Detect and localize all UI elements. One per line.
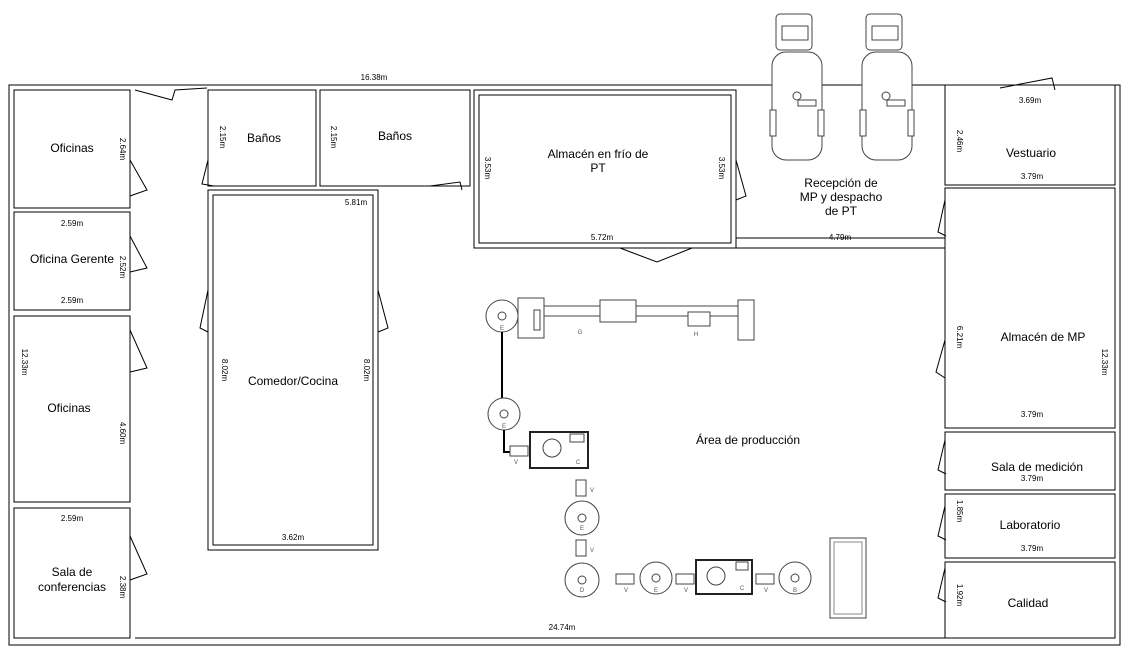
dim-label: 2.64m bbox=[118, 138, 127, 161]
dim-label: 5.81m bbox=[345, 198, 368, 207]
equipment-letter: E bbox=[580, 526, 584, 532]
equipment-letter: E bbox=[654, 588, 658, 594]
door-swing bbox=[129, 535, 148, 581]
production-line bbox=[485, 297, 867, 619]
door-swing bbox=[129, 329, 148, 373]
door-swing bbox=[937, 439, 947, 475]
equipment-letter: V bbox=[514, 460, 518, 466]
dim-label: 3.79m bbox=[1021, 410, 1044, 419]
equipment-letter: V bbox=[590, 548, 594, 554]
truck-1 bbox=[769, 13, 825, 161]
label-oficinas-top: Oficinas bbox=[50, 141, 93, 155]
dim-label: 3.62m bbox=[282, 533, 305, 542]
label-recepcion-2: MP y despacho bbox=[800, 190, 883, 204]
dim-label: 1.85m bbox=[955, 500, 964, 523]
room-banos-1 bbox=[207, 89, 317, 187]
door-swing bbox=[735, 159, 747, 201]
door-swing bbox=[129, 235, 148, 273]
label-vestuario: Vestuario bbox=[1006, 146, 1056, 160]
equipment-letter: C bbox=[576, 460, 581, 466]
room-calidad bbox=[944, 561, 1116, 639]
room-laboratorio bbox=[944, 493, 1116, 559]
dim-label: 5.72m bbox=[591, 233, 614, 242]
label-sala-medicion: Sala de medición bbox=[991, 460, 1083, 474]
dim-label: 2.15m bbox=[218, 126, 227, 149]
dim-label: 2.59m bbox=[61, 219, 84, 228]
dim-label: 1.92m bbox=[955, 584, 964, 607]
dim-label: 24.74m bbox=[549, 623, 576, 632]
room-oficina-gerente bbox=[13, 211, 131, 311]
dim-label: 3.53m bbox=[717, 157, 726, 180]
equipment-letter: B bbox=[793, 588, 797, 594]
entry-door bbox=[134, 87, 208, 101]
equipment-letter: V bbox=[684, 588, 688, 594]
dim-label: 12.33m bbox=[1100, 349, 1109, 376]
room-almacen-mp bbox=[944, 187, 1116, 429]
room-sala-conferencias bbox=[13, 507, 131, 639]
room-banos-2 bbox=[319, 89, 471, 187]
dim-label: 3.79m bbox=[1021, 474, 1044, 483]
room-almacen-frio bbox=[473, 89, 737, 249]
room-oficinas-mid bbox=[13, 315, 131, 503]
dim-label: 2.38m bbox=[118, 576, 127, 599]
equipment-letter: C bbox=[740, 586, 745, 592]
label-laboratorio: Laboratorio bbox=[1000, 518, 1061, 532]
dim-label: 12.33m bbox=[20, 349, 29, 376]
room-sala-medicion bbox=[944, 431, 1116, 491]
door-swing bbox=[429, 181, 463, 191]
equipment-letter: G bbox=[578, 330, 583, 336]
room-oficinas-top bbox=[13, 89, 131, 209]
dim-label: 8.02m bbox=[362, 359, 371, 382]
truck-2 bbox=[859, 13, 915, 161]
dim-label: 3.69m bbox=[1019, 96, 1042, 105]
door-swing bbox=[937, 567, 947, 603]
door-swing bbox=[377, 289, 389, 333]
dim-label: 8.02m bbox=[220, 359, 229, 382]
door-swing bbox=[201, 159, 215, 187]
label-oficina-gerente: Oficina Gerente bbox=[30, 252, 114, 266]
label-banos-1: Baños bbox=[247, 131, 281, 145]
door-swing bbox=[619, 247, 693, 263]
equipment-letter: V bbox=[624, 588, 628, 594]
equipment-letter: V bbox=[590, 488, 594, 494]
label-comedor: Comedor/Cocina bbox=[248, 374, 338, 388]
dim-label: 3.53m bbox=[483, 157, 492, 180]
label-recepcion-1: Recepción de bbox=[804, 176, 878, 190]
dim-label: 3.79m bbox=[1021, 172, 1044, 181]
equipment-letter: D bbox=[580, 588, 585, 594]
dim-label: 2.15m bbox=[329, 126, 338, 149]
door-swing bbox=[129, 159, 148, 197]
label-oficinas-mid: Oficinas bbox=[47, 401, 90, 415]
door-swing bbox=[937, 199, 947, 237]
equipment-letter: E bbox=[500, 326, 504, 332]
dim-label: 2.46m bbox=[955, 130, 964, 153]
label-calidad: Calidad bbox=[1008, 596, 1049, 610]
dim-label: 6.21m bbox=[955, 326, 964, 349]
label-sala-conferencias-2: conferencias bbox=[38, 580, 106, 594]
label-almacen-mp: Almacén de MP bbox=[1001, 330, 1086, 344]
dim-label: 4.79m bbox=[829, 233, 852, 242]
dim-label: 2.52m bbox=[118, 256, 127, 279]
label-banos-2: Baños bbox=[378, 129, 412, 143]
room-vestuario bbox=[944, 84, 1116, 186]
door-swing bbox=[199, 289, 209, 333]
door-swing bbox=[999, 77, 1056, 91]
door-swing bbox=[937, 505, 947, 541]
label-sala-conferencias-1: Sala de bbox=[52, 565, 93, 579]
label-almacen-frio-1: Almacén en frío de bbox=[548, 147, 649, 161]
dim-label: 3.79m bbox=[1021, 544, 1044, 553]
dim-label: 2.59m bbox=[61, 514, 84, 523]
dim-label: 4.60m bbox=[118, 422, 127, 445]
door-swing bbox=[935, 339, 946, 379]
equipment-letter: H bbox=[694, 332, 698, 338]
room-comedor bbox=[207, 189, 379, 551]
equipment-letter: E bbox=[502, 424, 506, 430]
label-area-produccion: Área de producción bbox=[696, 432, 800, 447]
equipment-letter: V bbox=[764, 588, 768, 594]
label-recepcion-3: de PT bbox=[825, 204, 858, 218]
dim-label: 16.38m bbox=[361, 73, 388, 82]
dim-label: 2.59m bbox=[61, 296, 84, 305]
label-almacen-frio-2: PT bbox=[590, 161, 606, 175]
